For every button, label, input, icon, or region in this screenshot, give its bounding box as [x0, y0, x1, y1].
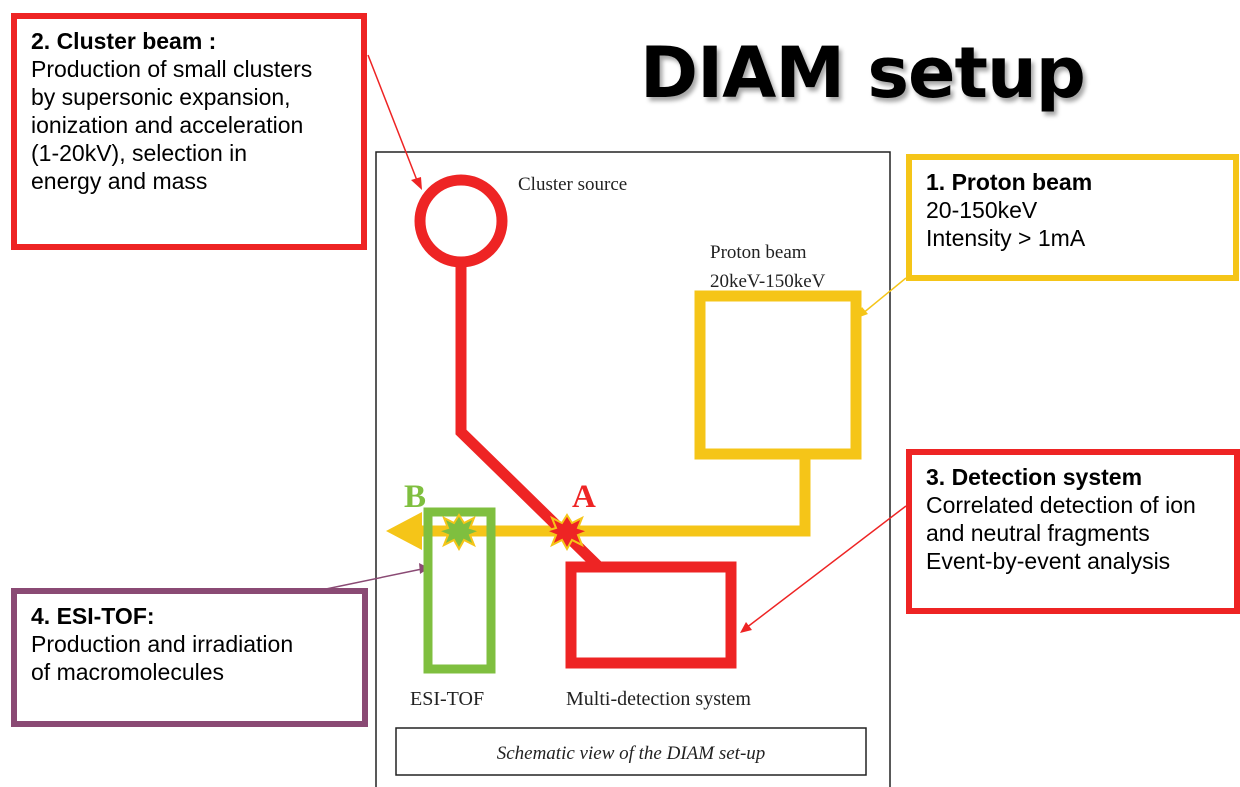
cluster-beam-heading: 2. Cluster beam : [31, 28, 217, 54]
detection-system-line-3: Event-by-event analysis [926, 548, 1171, 574]
esi-tof-label: ESI-TOF [410, 688, 484, 710]
esi-tof-callout: 4. ESI-TOF: Production and irradiation o… [11, 588, 368, 727]
cluster-pointer-arrow [367, 54, 419, 184]
proton-beam-line-2: Intensity > 1mA [926, 225, 1086, 251]
proton-beam-label: Proton beam [710, 242, 807, 263]
cluster-beam-line-1: Production of small clusters [31, 56, 313, 82]
esi-tof-heading: 4. ESI-TOF: [31, 603, 155, 629]
cluster-beam-line-5: energy and mass [31, 168, 208, 194]
cluster-source-label: Cluster source [518, 174, 627, 195]
esi-tof-line-2: of macromolecules [31, 659, 225, 685]
esi-tof-box [423, 507, 496, 674]
proton-source-box [694, 290, 862, 460]
detection-system-callout: 3. Detection system Correlated detection… [906, 449, 1240, 614]
detection-system-line-1: Correlated detection of ion [926, 492, 1196, 518]
esitof-pointer-arrow [325, 568, 423, 590]
detection-pointer-arrow [745, 505, 907, 629]
page-title: DIAM setup [640, 32, 1086, 114]
cluster-pointer-arrowhead [411, 177, 422, 190]
proton-beam-line [420, 454, 811, 537]
cluster-source-circle [414, 174, 508, 268]
collision-star-a [542, 513, 592, 552]
multi-detection-label: Multi-detection system [566, 688, 751, 710]
proton-pointer-arrow [861, 277, 907, 315]
cluster-beam-line-2: by supersonic expansion, [31, 84, 291, 110]
detection-pointer-arrowhead [740, 622, 752, 633]
proton-energy-label: 20keV-150keV [710, 271, 826, 292]
schematic-frame [375, 151, 891, 787]
schematic-caption: Schematic view of the DIAM set-up [497, 743, 766, 764]
cluster-beam-line-4: (1-20kV), selection in [31, 140, 248, 166]
proton-beam-heading: 1. Proton beam [926, 169, 1093, 195]
multi-detection-box [565, 561, 737, 669]
cluster-beam-callout: 2. Cluster beam : Production of small cl… [11, 13, 367, 250]
proton-beam-callout: 1. Proton beam 20-150keV Intensity > 1mA [906, 154, 1239, 281]
cluster-beam-line-3: ionization and acceleration [31, 112, 304, 138]
detection-system-line-2: and neutral fragments [926, 520, 1150, 546]
proton-beam-arrowhead [386, 512, 422, 550]
label-b: B [404, 479, 426, 515]
esi-tof-line-1: Production and irradiation [31, 631, 294, 657]
collision-star-b [434, 513, 484, 552]
schematic-caption-box [395, 727, 867, 776]
label-a: A [572, 479, 596, 515]
proton-beam-line-1: 20-150keV [926, 197, 1038, 223]
detection-system-heading: 3. Detection system [926, 464, 1143, 490]
